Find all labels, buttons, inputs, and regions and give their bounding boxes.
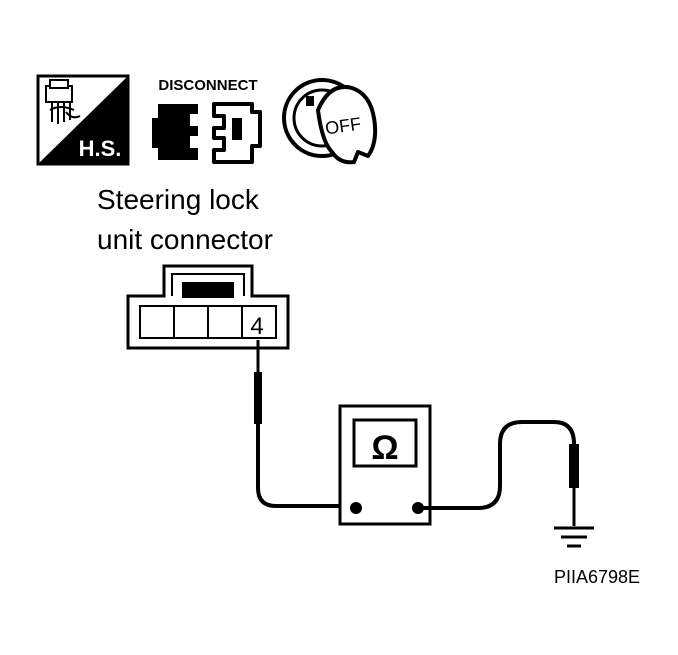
ignition-off-icon: OFF [282,78,378,165]
probe-lead-terminal [254,340,354,508]
probe-lead-ground [418,420,579,526]
hs-label: H.S. [79,136,122,161]
harness-side-icon: H.S. [36,74,130,166]
ohm-symbol: Ω [371,429,398,467]
ohmmeter [338,404,432,526]
meter-terminal-left [350,502,362,514]
connector-title-line1: Steering lock [97,184,260,215]
figure-code: PIIA6798E [554,567,640,587]
disconnect-label: DISCONNECT [158,77,257,94]
ignition-off-label: OFF [324,114,362,139]
steering-lock-connector [126,264,290,350]
ground-symbol-icon [554,526,594,548]
disconnect-icon: DISCONNECT [152,77,262,164]
terminal-number-4: 4 [250,313,263,340]
connector-title-line2: unit connector [97,224,273,255]
